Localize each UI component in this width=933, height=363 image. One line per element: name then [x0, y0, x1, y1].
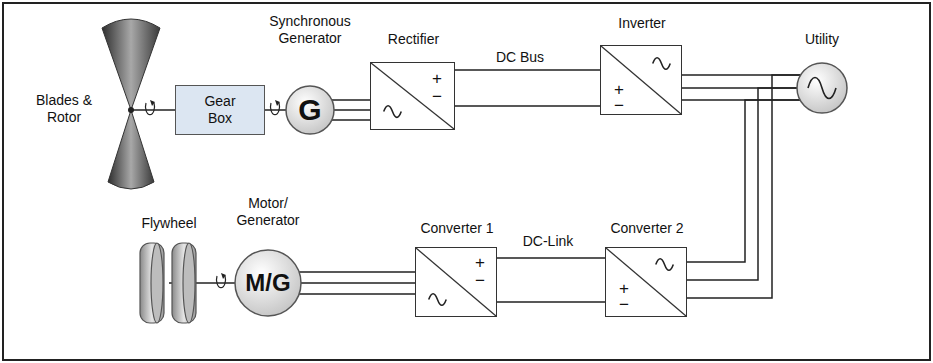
polarity-sign: − — [475, 272, 485, 289]
converter-box: Converter 2 — [605, 247, 687, 317]
converter-box-outline — [601, 46, 681, 114]
converter-diagonal — [606, 248, 686, 316]
flywheel-disc — [140, 243, 164, 323]
node-heading: Motor/ Generator — [230, 195, 306, 229]
edge-label: DC Bus — [494, 49, 546, 66]
node-text: Gear Box — [198, 93, 242, 127]
converter-diagonal — [371, 63, 454, 129]
rotor-hub — [128, 107, 134, 113]
node-heading: Converter 2 — [592, 220, 702, 237]
rotation-symbol — [217, 273, 227, 288]
utility-source-outline — [796, 62, 848, 114]
power-line — [265, 109, 286, 111]
polarity-sign: + — [432, 70, 442, 87]
converter-box: Inverter — [600, 45, 682, 115]
ac-symbol — [656, 259, 674, 271]
node-heading: Inverter — [587, 15, 697, 32]
converter-box: Rectifier — [370, 62, 455, 130]
edge-label: DC-Link — [521, 233, 576, 250]
node-heading: Rectifier — [359, 31, 469, 48]
sine-symbol — [808, 78, 836, 99]
node-heading: Synchronous Generator — [255, 13, 365, 47]
flywheel-discs-outline — [138, 242, 200, 324]
power-line — [687, 75, 801, 298]
blade-shape — [108, 110, 154, 189]
power-line — [299, 272, 415, 294]
machine-circle — [797, 63, 847, 113]
node-text: G — [298, 92, 321, 128]
polarity-sign: + — [614, 81, 624, 98]
machine-circle — [235, 250, 301, 316]
rotation-symbol — [146, 100, 156, 115]
power-line — [332, 100, 370, 120]
polarity-sign: − — [432, 88, 442, 105]
rotor-blades: Blades & Rotor — [100, 14, 162, 192]
polarity-sign: − — [614, 97, 624, 114]
node-heading: Utility — [777, 31, 867, 48]
gearbox-box: Gear Box — [175, 85, 265, 135]
power-line — [455, 70, 600, 106]
ac-symbol — [384, 106, 402, 118]
flywheel-disc — [172, 243, 196, 323]
blade-shape — [102, 19, 160, 110]
node-heading: Converter 1 — [402, 220, 512, 237]
polarity-sign: + — [475, 254, 485, 271]
polarity-sign: + — [619, 280, 629, 297]
converter-diagonal — [416, 248, 496, 316]
machine-circle — [286, 86, 334, 134]
node-text: M/G — [245, 269, 290, 298]
node-heading: Flywheel — [124, 215, 214, 232]
power-line — [131, 109, 175, 111]
converter-diagonal — [601, 46, 681, 114]
ac-symbol — [653, 58, 671, 70]
frame-border — [3, 3, 930, 360]
rotor-blades-outline — [100, 14, 162, 192]
node-heading: Blades & Rotor — [32, 92, 96, 126]
flywheel-face — [151, 243, 163, 323]
rotation-symbol — [271, 100, 281, 115]
utility-source: Utility — [796, 62, 848, 114]
converter-box-outline — [606, 248, 686, 316]
generator-circle: Synchronous GeneratorG — [285, 85, 335, 135]
polarity-sign: − — [619, 296, 629, 313]
flywheel-face — [183, 243, 195, 323]
motor-generator-circle: Motor/ GeneratorM/G — [234, 249, 302, 317]
ac-symbol — [429, 294, 447, 306]
power-line — [497, 258, 605, 302]
flywheel-discs: Flywheel — [138, 242, 200, 324]
